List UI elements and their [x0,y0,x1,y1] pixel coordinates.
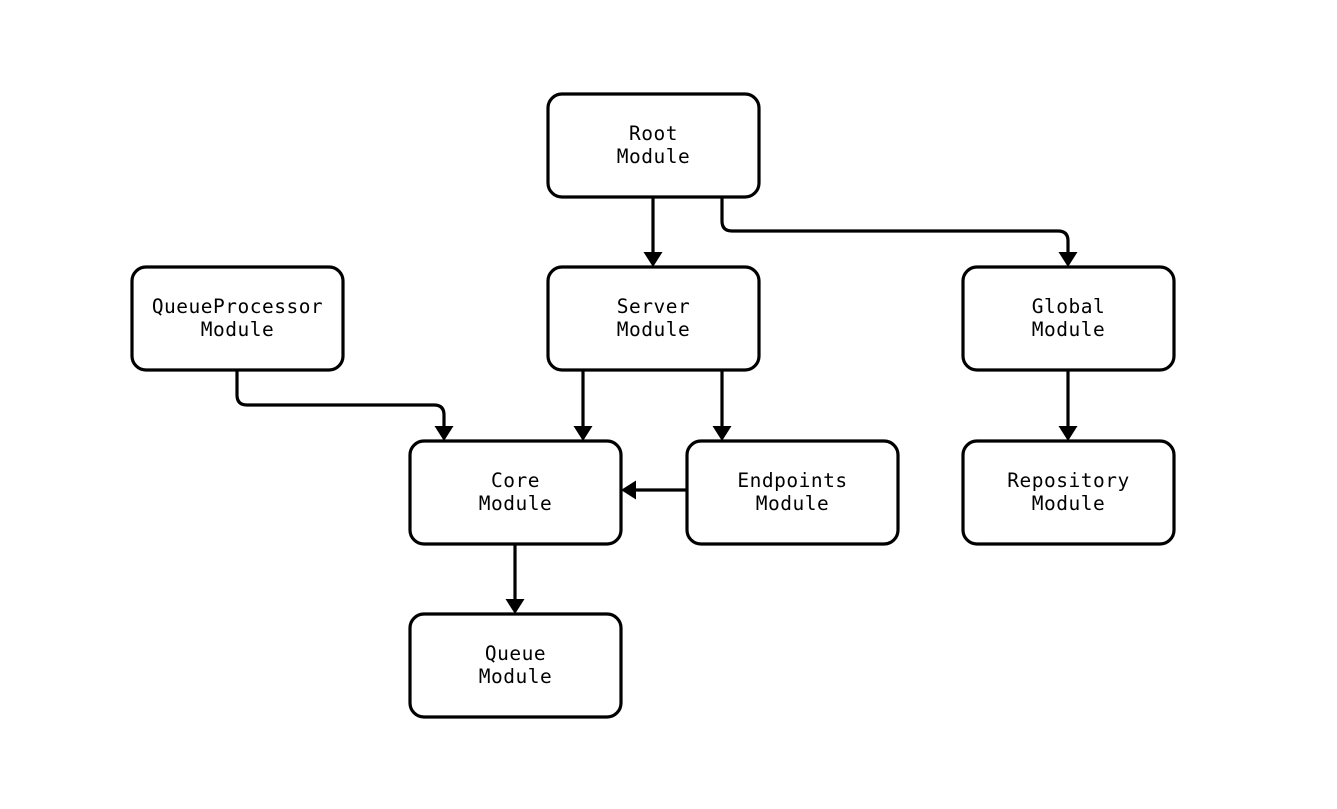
edge-root-to-server [643,197,663,267]
node-label-line1: Endpoints [737,469,847,492]
edge-global-to-repository [1058,370,1078,441]
edge-line [720,197,1070,254]
edge-arrowhead [1058,426,1078,441]
node-box[interactable] [546,265,761,372]
edge-server-to-endpoints [712,370,732,441]
node-label-line2: Module [479,492,552,515]
node-label-line1: Server [617,295,690,318]
node-label-line1: Repository [1007,469,1129,492]
edge-arrowhead [621,480,636,500]
edge-arrowhead [1058,252,1078,267]
node-label-line1: Root [629,122,678,145]
node-label-line2: Module [617,145,690,168]
edge-arrowhead [712,426,732,441]
edge-arrowhead [434,426,454,441]
node-label-line2: Module [1032,318,1105,341]
node-label-line1: QueueProcessor [152,295,323,318]
node-label-line1: Global [1032,295,1105,318]
edge-queueprocessor-to-core [235,370,454,441]
edge-arrowhead [573,426,593,441]
edge-arrowhead [505,599,525,614]
node-box[interactable] [546,92,761,199]
node-label-line2: Module [756,492,829,515]
node-label-line1: Core [491,469,540,492]
edge-line [235,370,446,428]
node-box[interactable] [408,439,623,546]
node-box[interactable] [130,265,345,372]
edge-server-to-core [573,370,593,441]
edge-arrowhead [643,252,663,267]
node-layer: RootModuleQueueProcessorModuleServerModu… [130,92,1176,719]
node-box[interactable] [685,439,900,546]
edge-root-to-global [720,197,1078,267]
edge-core-to-queue [505,544,525,614]
node-box[interactable] [961,265,1176,372]
node-label-line2: Module [617,318,690,341]
node-label-line2: Module [201,318,274,341]
edge-endpoints-to-core [621,480,687,500]
node-box[interactable] [961,439,1176,546]
node-label-line1: Queue [485,642,546,665]
node-label-line2: Module [479,665,552,688]
node-label-line2: Module [1032,492,1105,515]
node-box[interactable] [408,612,623,719]
edge-layer [235,197,1078,614]
